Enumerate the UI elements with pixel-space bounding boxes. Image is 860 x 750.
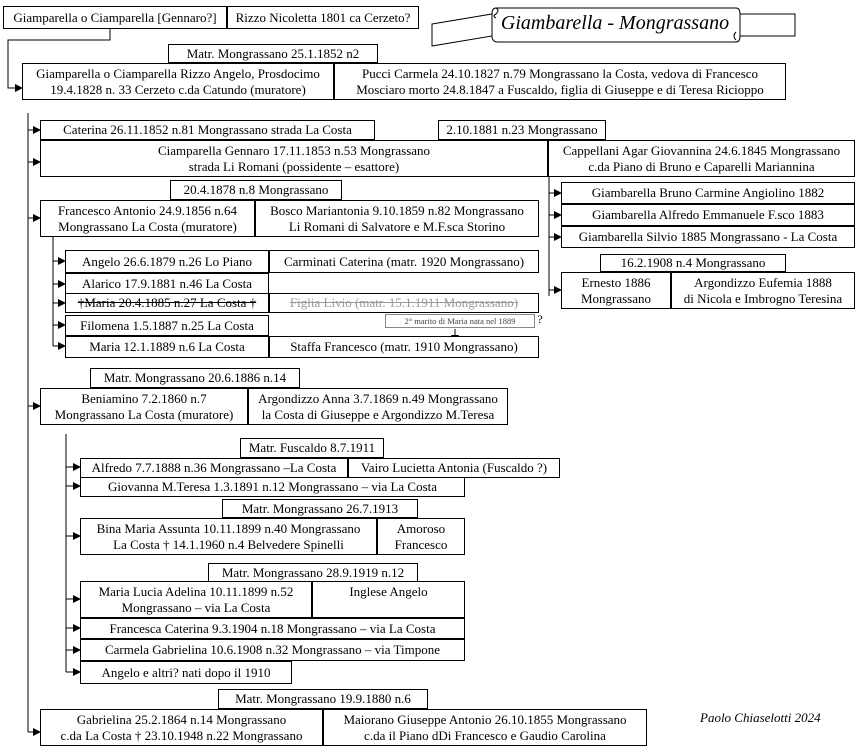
note-question: ? — [537, 312, 543, 326]
child-francesca: Francesca Caterina 9.3.1904 n.18 Mongras… — [80, 618, 465, 639]
child-silvio: Giambarella Silvio 1885 Mongrassano - La… — [561, 226, 855, 248]
child-alfredo-emmanuele: Giambarella Alfredo Emmanuele F.sco 1883 — [561, 204, 855, 226]
child-maria-1889: Maria 12.1.1889 n.6 La Costa — [65, 336, 269, 358]
spouse-vairo-lucietta: Vairo Lucietta Antonia (Fuscaldo ?) — [348, 458, 560, 478]
child-bruno: Giambarella Bruno Carmine Angiolino 1882 — [561, 182, 855, 204]
child-carmela: Carmela Gabrielina 10.6.1908 n.32 Mongra… — [80, 639, 465, 661]
child-angelo: Angelo 26.6.1879 n.26 Lo Piano — [65, 250, 269, 273]
person-rizzo-nicoletta: Rizzo Nicoletta 1801 ca Cerzeto? — [227, 6, 419, 29]
child-filomena: Filomena 1.5.1887 n.25 La Costa — [65, 315, 269, 336]
person-gennaro-elder: Giamparella o Ciamparella [Gennaro?] — [3, 6, 227, 29]
note-second-husband: 2° marito di Maria nata nel 1889 — [385, 314, 535, 328]
spouse-maiorano-giuseppe: Maiorano Giuseppe Antonio 26.10.1855 Mon… — [323, 709, 647, 746]
spouse-inglese-angelo: Inglese Angelo — [312, 581, 465, 618]
person-caterina: Caterina 26.11.1852 n.81 Mongrassano str… — [40, 120, 375, 140]
marriage-label: 16.2.1908 n.4 Mongrassano — [600, 254, 786, 272]
chart-title: Giambarella - Mongrassano — [500, 11, 730, 34]
child-alfredo: Alfredo 7.7.1888 n.36 Mongrassano –La Co… — [80, 458, 348, 478]
spouse-figlia-livio: Figlia Livio (matr. 15.1.1911 Mongrassan… — [269, 293, 539, 313]
child-maria-1885: †Maria 20.4.1885 n.27 La Costa † — [65, 293, 269, 313]
spouse-staffa-francesco: Staffa Francesco (matr. 1910 Mongrassano… — [269, 336, 539, 358]
marriage-label: Matr. Mongrassano 25.1.1852 n2 — [168, 44, 378, 63]
marriage-label: 20.4.1878 n.8 Mongrassano — [170, 180, 342, 200]
spouse-bosco-mariantonia: Bosco Mariantonia 9.10.1859 n.82 Mongras… — [255, 200, 539, 237]
marriage-label: Matr. Mongrassano 26.7.1913 — [222, 499, 418, 518]
marriage-label: 2.10.1881 n.23 Mongrassano — [438, 120, 606, 140]
child-giovanna: Giovanna M.Teresa 1.3.1891 n.12 Mongrass… — [80, 477, 465, 497]
marriage-label: Matr. Mongrassano 20.6.1886 n.14 — [90, 368, 300, 388]
spouse-cappellani-agar: Cappellani Agar Giovannina 24.6.1845 Mon… — [548, 140, 855, 177]
child-alarico: Alarico 17.9.1881 n.46 La Costa — [65, 273, 269, 295]
child-angelo-others: Angelo e altri? nati dopo il 1910 — [80, 661, 292, 684]
spouse-pucci-carmela: Pucci Carmela 24.10.1827 n.79 Mongrassan… — [334, 63, 786, 100]
marriage-label: Matr. Mongrassano 28.9.1919 n.12 — [208, 563, 418, 582]
person-gennaro: Ciamparella Gennaro 17.11.1853 n.53 Mong… — [40, 140, 548, 177]
spouse-carminati-caterina: Carminati Caterina (matr. 1920 Mongrassa… — [269, 250, 539, 273]
child-bina: Bina Maria Assunta 10.11.1899 n.40 Mongr… — [80, 518, 377, 555]
marriage-label: Matr. Fuscaldo 8.7.1911 — [240, 438, 384, 458]
person-angelo-prosdocimo: Giamparella o Ciamparella Rizzo Angelo, … — [22, 63, 334, 100]
marriage-label: Matr. Mongrassano 19.9.1880 n.6 — [218, 689, 428, 709]
spouse-argondizzo-anna: Argondizzo Anna 3.7.1869 n.49 Mongrassan… — [248, 388, 508, 425]
author-credit: Paolo Chiaselotti 2024 — [700, 710, 821, 725]
